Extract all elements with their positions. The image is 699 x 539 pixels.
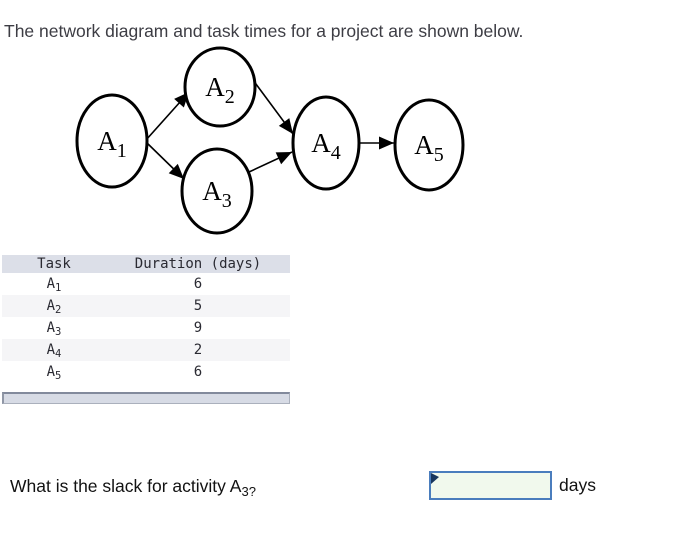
- arrowhead-icon: [275, 152, 292, 165]
- edge-a4-a5: [359, 136, 394, 150]
- duration-cell: 2: [193, 342, 203, 358]
- table-row: A4 2: [2, 339, 290, 361]
- arrowhead-icon: [278, 118, 293, 134]
- diagram-node-a4: A4: [291, 95, 361, 191]
- duration-cell: 9: [193, 320, 203, 336]
- table-row: A2 5: [2, 295, 290, 317]
- diagram-node-a5: A5: [393, 98, 465, 192]
- duration-cell: 6: [193, 364, 203, 380]
- diagram-node-a3: A3: [180, 147, 254, 235]
- duration-cell: 5: [193, 298, 203, 314]
- edge-a2-a4: [252, 79, 294, 135]
- duration-cell: 6: [193, 276, 203, 292]
- table-row: A3 9: [2, 317, 290, 339]
- question-activity-subscript: 3: [241, 484, 249, 499]
- question-prefix: What is the slack for activity A: [10, 476, 242, 496]
- edge-a3-a4: [248, 151, 293, 173]
- edge-a1-a3: [145, 141, 185, 180]
- table-header-task: Task: [37, 256, 71, 272]
- table-header-row: Task Duration (days): [2, 255, 290, 273]
- arrowhead-icon: [379, 136, 394, 150]
- question-suffix: ?: [248, 484, 256, 499]
- table-row: A5 6: [2, 361, 290, 383]
- page-title: The network diagram and task times for a…: [4, 21, 524, 41]
- task-cell: A1: [46, 276, 62, 294]
- diagram-node-a1: A1: [75, 93, 149, 189]
- answer-field-wrap: [429, 471, 552, 500]
- task-cell: A4: [46, 342, 62, 360]
- task-cell: A5: [46, 364, 62, 382]
- table-header-duration: Duration (days): [134, 256, 262, 272]
- question-text: What is the slack for activity A3?: [10, 476, 256, 499]
- task-cell: A3: [46, 320, 62, 338]
- diagram-node-a2: A2: [183, 46, 257, 128]
- table-row: A1 6: [2, 273, 290, 295]
- edge-a1-a2: [145, 91, 190, 141]
- arrowhead-icon: [168, 163, 184, 179]
- answer-input[interactable]: [429, 471, 552, 500]
- table-horizontal-scrollbar[interactable]: [2, 392, 290, 404]
- answer-unit-label: days: [559, 475, 596, 495]
- answer-flag-icon: [431, 473, 439, 484]
- task-cell: A2: [46, 298, 62, 316]
